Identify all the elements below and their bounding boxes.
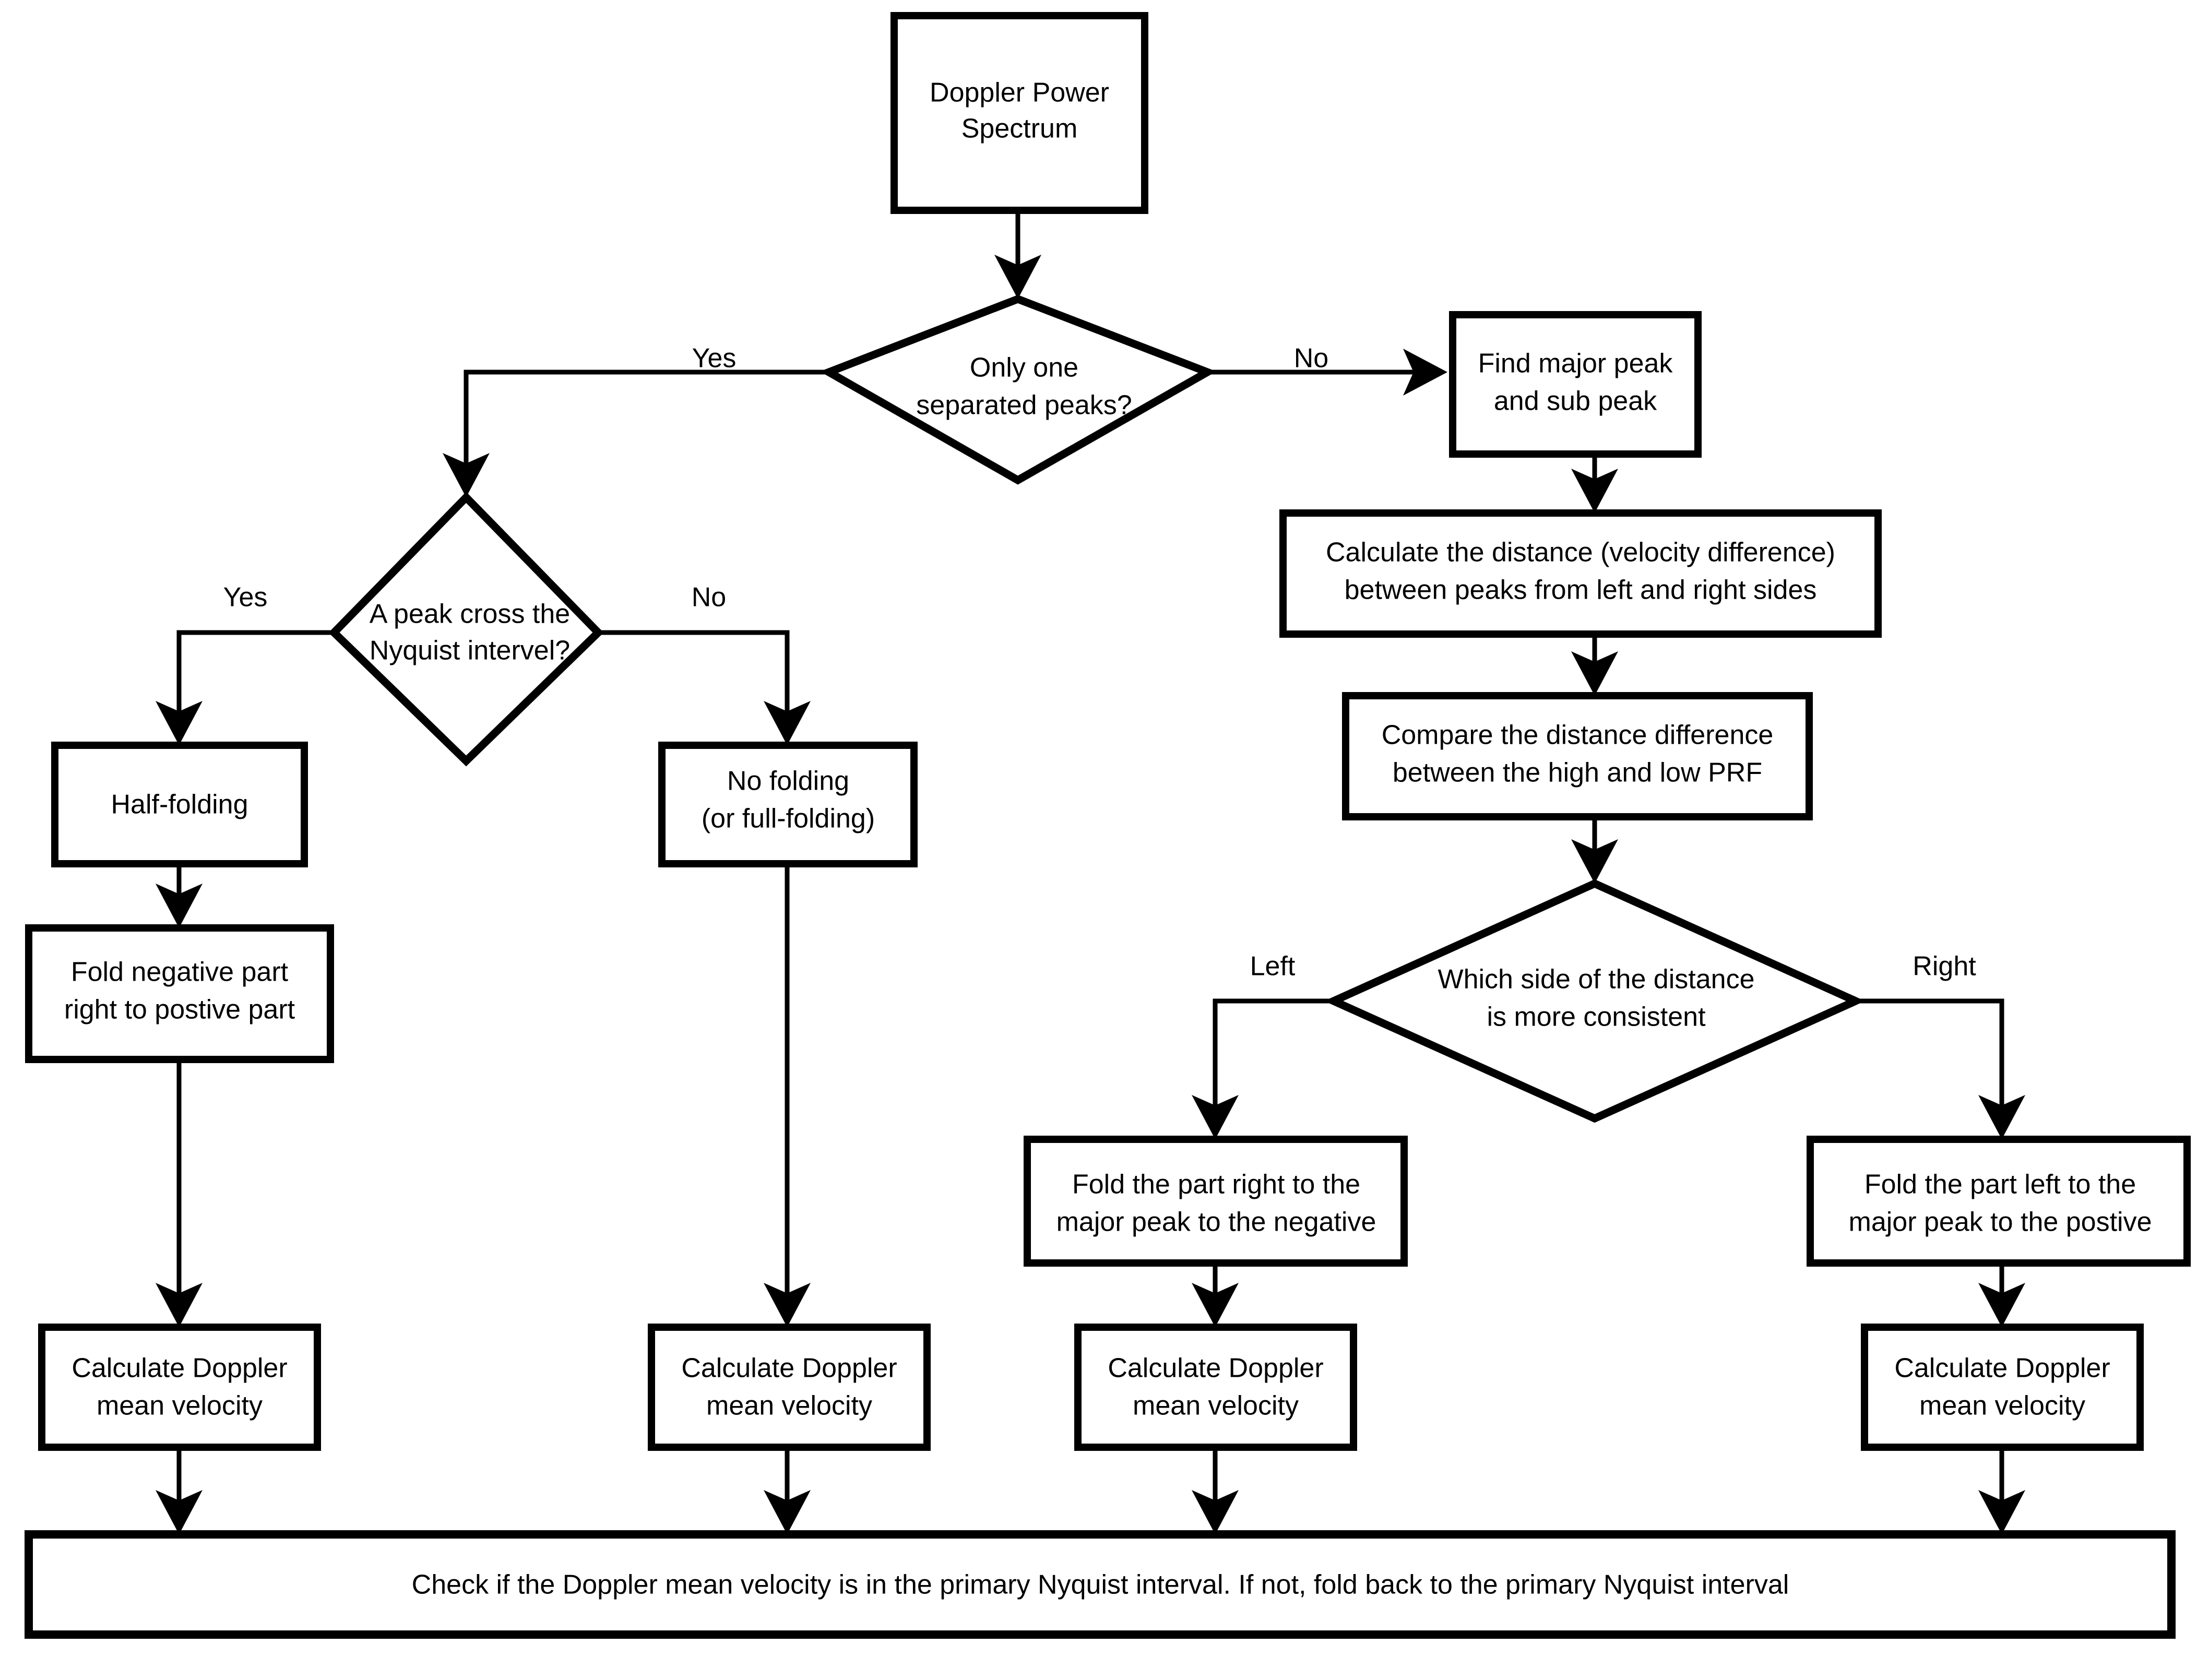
node-label-nyquist-line2: Nyquist intervel?	[370, 636, 570, 666]
node-label-calc-velocity-3-line2: mean velocity	[1133, 1391, 1299, 1421]
edge-label-side-right: Right	[1913, 951, 1976, 982]
node-calculate-distance[interactable]: Calculate the distance (velocity differe…	[1279, 509, 1882, 638]
node-box-no-folding	[658, 742, 918, 867]
arrowhead-calc2-to-final	[764, 1490, 811, 1534]
node-box-calc-velocity-3	[1074, 1324, 1357, 1451]
node-diamond-nyquist	[328, 492, 604, 767]
node-label-calc-velocity-4-line1: Calculate Doppler	[1894, 1353, 2110, 1384]
node-label-start-line1: Doppler Power	[930, 78, 1109, 108]
node-box-find-peaks	[1449, 311, 1702, 458]
node-final-check[interactable]: Check if the Doppler mean velocity is in…	[25, 1530, 2176, 1639]
arrowhead-no-folding-to-calc2	[764, 1283, 811, 1327]
node-box-half-folding	[51, 742, 308, 867]
node-decision-which-side[interactable]: Which side of the distance is more consi…	[1250, 879, 1977, 1123]
arrowhead-calc3-to-final	[1192, 1490, 1239, 1534]
node-decision-nyquist-cross[interactable]: A peak cross the Nyquist intervel? Yes N…	[223, 492, 727, 767]
arrowhead-one-peak-yes	[443, 453, 490, 497]
node-label-half-folding: Half-folding	[111, 790, 248, 820]
node-fold-left-to-positive[interactable]: Fold the part left to the major peak to …	[1807, 1136, 2191, 1267]
node-label-find-peaks-line1: Find major peak	[1478, 349, 1673, 379]
arrowhead-calc-distance-to-compare	[1571, 651, 1618, 696]
arrowhead-half-folding-to-fold-negative	[156, 884, 203, 928]
node-label-calc-velocity-2-line1: Calculate Doppler	[681, 1353, 897, 1384]
edge-side-left	[1213, 998, 1334, 1112]
node-box-fold-right-negative	[1024, 1136, 1408, 1267]
connectors	[156, 210, 2025, 1534]
arrowhead-compare-to-decision-side	[1571, 839, 1618, 884]
arrowhead-fold-left-to-calc4	[1978, 1283, 2025, 1327]
node-decision-only-one-peak[interactable]: Only one separated peaks? Yes No	[692, 294, 1329, 485]
node-label-one-peak-line1: Only one	[970, 353, 1078, 383]
node-calc-doppler-velocity-1[interactable]: Calculate Doppler mean velocity	[38, 1324, 321, 1451]
node-label-nyquist-line1: A peak cross the	[370, 599, 570, 629]
node-label-calc-velocity-4-line2: mean velocity	[1919, 1391, 2085, 1421]
node-label-compare-prf-line2: between the high and low PRF	[1393, 758, 1762, 788]
edge-nyquist-yes	[176, 630, 334, 718]
node-label-fold-right-line1: Fold the part right to the	[1072, 1170, 1360, 1200]
node-label-fold-negative-line2: right to postive part	[64, 995, 295, 1025]
edge-label-side-left: Left	[1250, 951, 1296, 982]
arrowhead-calc4-to-final	[1978, 1490, 2025, 1534]
arrowhead-side-right	[1978, 1095, 2025, 1139]
node-label-fold-right-line2: major peak to the negative	[1056, 1207, 1376, 1237]
node-label-calc-velocity-3-line1: Calculate Doppler	[1108, 1353, 1323, 1384]
edge-label-one-peak-no: No	[1294, 343, 1328, 374]
edge-label-one-peak-yes: Yes	[692, 343, 737, 374]
node-find-major-peak[interactable]: Find major peak and sub peak	[1449, 311, 1702, 458]
node-calc-doppler-velocity-4[interactable]: Calculate Doppler mean velocity	[1861, 1324, 2144, 1451]
node-calc-doppler-velocity-3[interactable]: Calculate Doppler mean velocity	[1074, 1324, 1357, 1451]
node-label-calc-distance-line2: between peaks from left and right sides	[1345, 575, 1817, 605]
node-label-start-line2: Spectrum	[961, 114, 1078, 144]
edge-side-right	[1856, 998, 2004, 1112]
node-box-calc-velocity-1	[38, 1324, 321, 1451]
arrowhead-fold-right-to-calc3	[1192, 1283, 1239, 1327]
edge-nyquist-no	[598, 630, 790, 718]
node-label-which-side-line1: Which side of the distance	[1438, 964, 1755, 995]
node-label-compare-prf-line1: Compare the distance difference	[1382, 720, 1774, 750]
node-label-calc-velocity-1-line1: Calculate Doppler	[72, 1353, 287, 1384]
arrowhead-nyquist-no	[764, 701, 811, 745]
arrowhead-one-peak-no	[1403, 349, 1447, 396]
node-label-one-peak-line2: separated peaks?	[916, 390, 1132, 421]
node-label-calc-distance-line1: Calculate the distance (velocity differe…	[1326, 538, 1835, 568]
node-calc-doppler-velocity-2[interactable]: Calculate Doppler mean velocity	[648, 1324, 931, 1451]
node-label-calc-velocity-2-line2: mean velocity	[706, 1391, 872, 1421]
node-box-fold-negative	[25, 924, 334, 1063]
node-box-calc-distance	[1279, 509, 1882, 638]
node-label-find-peaks-line2: and sub peak	[1494, 386, 1657, 416]
node-label-fold-left-line1: Fold the part left to the	[1865, 1170, 2136, 1200]
node-box-start	[890, 12, 1148, 214]
edge-one-peak-yes	[464, 370, 829, 470]
node-label-calc-velocity-1-line2: mean velocity	[97, 1391, 263, 1421]
node-half-folding[interactable]: Half-folding	[51, 742, 308, 867]
node-box-calc-velocity-2	[648, 1324, 931, 1451]
node-box-fold-left-positive	[1807, 1136, 2191, 1267]
arrowhead-side-left	[1192, 1095, 1239, 1139]
node-fold-right-to-negative[interactable]: Fold the part right to the major peak to…	[1024, 1136, 1408, 1267]
arrowhead-calc1-to-final	[156, 1490, 203, 1534]
node-box-final-check	[25, 1530, 2176, 1639]
node-doppler-power-spectrum[interactable]: Doppler Power Spectrum	[890, 12, 1148, 214]
arrowhead-nyquist-yes	[156, 701, 203, 745]
arrowhead-fold-negative-to-calc1	[156, 1283, 203, 1327]
node-label-fold-negative-line1: Fold negative part	[71, 957, 289, 987]
node-label-no-folding-line1: No folding	[727, 766, 849, 796]
node-no-folding[interactable]: No folding (or full-folding)	[658, 742, 918, 867]
node-label-no-folding-line2: (or full-folding)	[702, 804, 875, 834]
node-compare-prf[interactable]: Compare the distance difference between …	[1342, 692, 1813, 820]
node-diamond-one-peak	[820, 294, 1217, 485]
node-diamond-which-side	[1324, 879, 1866, 1123]
arrowhead-start-to-one-peak	[994, 255, 1041, 299]
node-label-which-side-line2: is more consistent	[1487, 1002, 1706, 1032]
edge-label-nyquist-yes: Yes	[223, 582, 268, 613]
arrowhead-find-peaks-to-calc-distance	[1571, 469, 1618, 513]
node-label-final-check: Check if the Doppler mean velocity is in…	[412, 1570, 1789, 1600]
node-box-calc-velocity-4	[1861, 1324, 2144, 1451]
node-label-fold-left-line2: major peak to the postive	[1849, 1207, 2152, 1237]
node-fold-negative-part[interactable]: Fold negative part right to postive part	[25, 924, 334, 1063]
edge-label-nyquist-no: No	[692, 582, 726, 613]
node-box-compare-prf	[1342, 692, 1813, 820]
